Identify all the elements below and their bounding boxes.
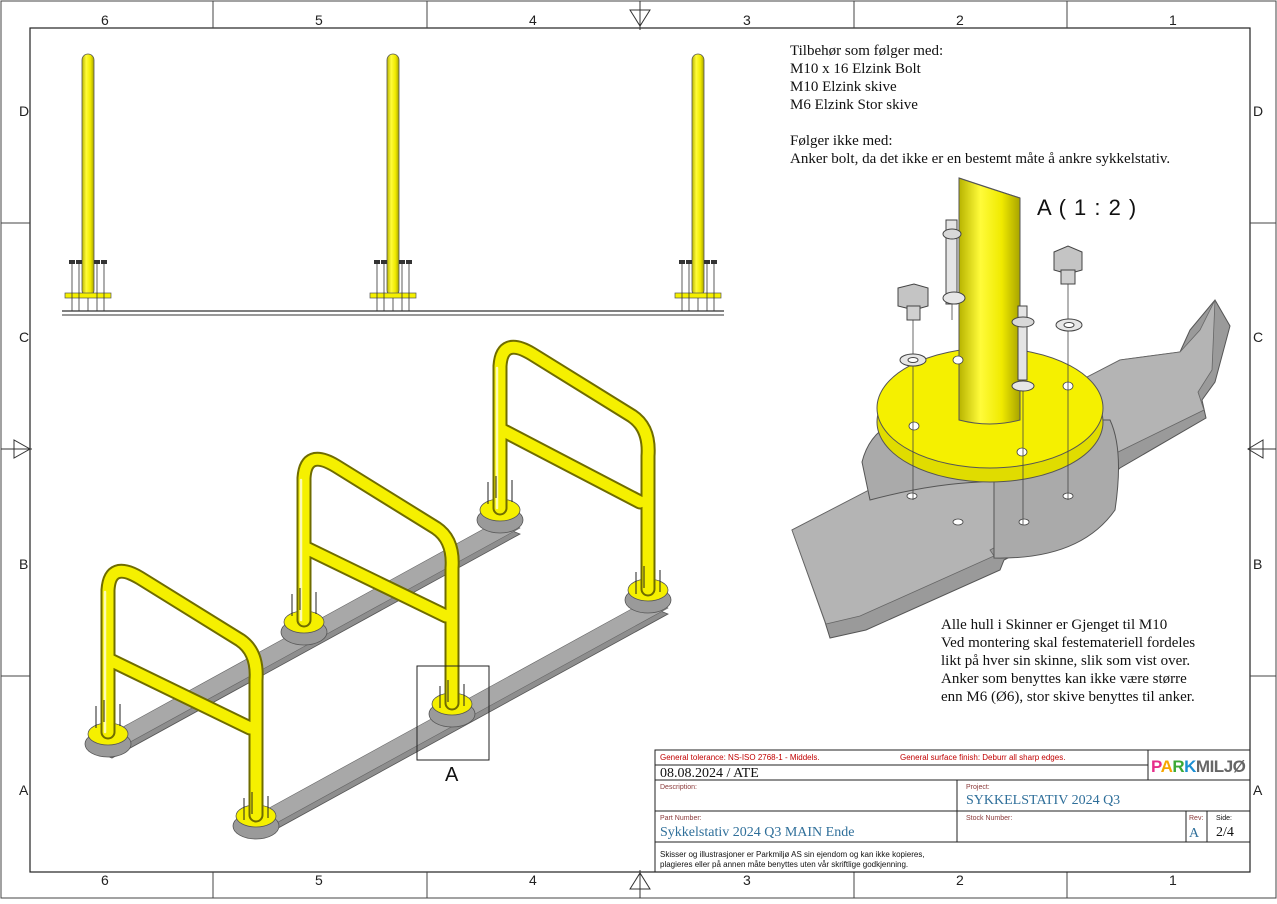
surface-finish: General surface finish: Deburr all sharp… [900,753,1066,762]
front-view [62,53,724,316]
mounting-note: Alle hull i Skinner er Gjenget til M10 [941,617,1168,633]
project-label: Project: [966,784,990,791]
anchor-bolt-back [942,219,966,305]
zone-top-3: 3 [743,12,751,28]
yellow-hoops [100,339,656,823]
not-included-text: Anker bolt, da det ikke er en bestemt må… [790,151,1171,167]
hex-bolt-right [1053,245,1083,332]
zone-left-b: B [19,556,29,572]
detail-a-scale-label: A ( 1 : 2 ) [1037,195,1138,220]
accessories-notes: Tilbehør som følger med: M10 x 16 Elzink… [790,42,1170,168]
rev-value: A [1189,826,1200,841]
accessory-item: M10 x 16 Elzink Bolt [790,61,921,77]
zone-bottom-3: 3 [743,872,751,888]
isometric-view [84,339,672,840]
front-post-1 [64,53,112,311]
zone-bottom-4: 4 [529,872,537,888]
accessory-item: M6 Elzink Stor skive [790,97,918,113]
project-value: SYKKELSTATIV 2024 Q3 [966,793,1121,808]
description-label: Description: [660,784,697,791]
mounting-note: likt på hver sin skinne, slik som vist o… [941,653,1191,669]
side-value: 2/4 [1216,825,1234,840]
part-number-value: Sykkelstativ 2024 Q3 MAIN Ende [660,825,855,840]
zone-left-c: C [19,329,30,345]
accessories-heading: Tilbehør som følger med: [790,43,944,59]
zone-right-d: D [1253,103,1264,119]
zone-right-c: C [1253,329,1264,345]
detail-a-box [416,665,490,761]
general-tolerance: General tolerance: NS-ISO 2768-1 - Midde… [660,753,820,762]
disclaimer-line: Skisser og illustrasjoner er Parkmiljø A… [660,850,925,859]
zone-top-6: 6 [101,12,109,28]
anchor-bolt [1011,305,1035,392]
mounting-notes: Alle hull i Skinner er Gjenget til M10 V… [941,616,1195,706]
zone-bottom-5: 5 [315,872,323,888]
title-block-frame [654,749,1251,873]
zone-top-1: 1 [1169,12,1177,28]
zone-bottom-1: 1 [1169,872,1177,888]
not-included-heading: Følger ikke med: [790,133,893,149]
disclaimer: Skisser og illustrasjoner er Parkmiljø A… [660,850,925,870]
zone-left-d: D [19,103,30,119]
mounting-note: Ved montering skal festemateriell fordel… [941,635,1196,651]
zone-top-2: 2 [956,12,964,28]
foot-plates [84,498,672,840]
disclaimer-line: plagieres eller på annen måte benyttes u… [660,860,909,869]
zone-right-b: B [1253,556,1263,572]
front-post-3 [674,53,722,311]
front-post-2 [369,53,417,311]
bolts [95,476,661,820]
zone-bottom-2: 2 [956,872,964,888]
zone-bottom-6: 6 [101,872,109,888]
zone-top-5: 5 [315,12,323,28]
detail-a-view [791,177,1231,639]
date-author: 08.08.2024 / ATE [660,766,759,781]
rev-label: Rev: [1189,815,1204,822]
zone-top-4: 4 [529,12,537,28]
part-number-label: Part Number: [660,815,702,822]
parkmiljo-logo: PARKMILJØ [1151,757,1246,776]
mounting-note: Anker som benyttes kan ikke være større [941,671,1187,687]
zone-left-a: A [19,782,29,798]
stock-number-label: Stock Number: [966,815,1013,822]
detail-a-callout: A [445,764,459,786]
zone-right-a: A [1253,782,1263,798]
accessory-item: M10 Elzink skive [790,79,897,95]
mounting-note: enn M6 (Ø6), stor skive benyttes til ank… [941,689,1195,705]
side-label: Side: [1216,815,1232,822]
hex-bolt-left [897,283,929,367]
